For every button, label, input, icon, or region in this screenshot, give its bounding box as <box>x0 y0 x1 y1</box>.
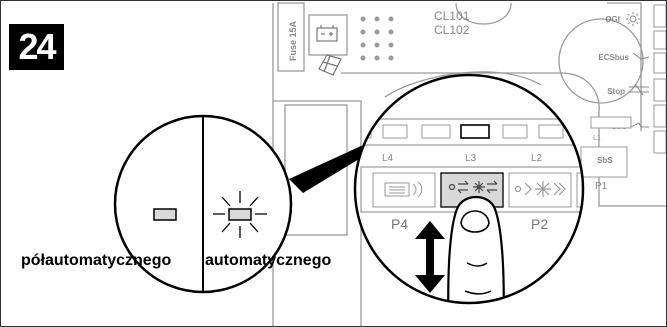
button-sbs-label: SbS <box>597 156 613 165</box>
cl101-label: CL101 <box>434 9 470 23</box>
led-l1-label: L1 <box>593 135 601 142</box>
open-close-icon <box>448 180 498 194</box>
mode-semi-automatic-label: półautomatycznego <box>21 252 171 269</box>
led-l1 <box>590 116 632 129</box>
led-l4-label: L4 <box>382 153 394 164</box>
button-p1[interactable] <box>580 146 628 178</box>
button-p1-label: P1 <box>595 181 608 192</box>
terminal-stop-label: Stop <box>607 87 625 96</box>
battery-icon <box>316 25 338 42</box>
cl102-label: CL102 <box>434 23 470 37</box>
led-off-icon <box>153 208 177 221</box>
terminal-ecsbus-label: ECSbus <box>598 53 629 62</box>
mode-automatic-label: automatycznego <box>205 252 331 269</box>
step-number-badge: 24 <box>9 24 64 70</box>
button-p4-label: P4 <box>391 216 408 232</box>
radio-icon <box>384 181 423 198</box>
led-l2-label: L2 <box>531 153 543 164</box>
connector-dots <box>360 16 394 61</box>
sun-icon <box>626 12 640 26</box>
fingernail <box>460 210 490 233</box>
terminal-ogi-label: OGI <box>605 15 620 24</box>
board-outline <box>272 2 666 326</box>
led-l3 <box>460 124 490 139</box>
stop-icon <box>629 83 649 96</box>
terminal-strip <box>653 4 666 154</box>
button-p2[interactable] <box>508 172 572 208</box>
press-arrow-icon <box>415 221 445 293</box>
sbs-icon <box>630 122 649 128</box>
ecsbus-icon <box>632 52 650 60</box>
finger <box>447 195 505 303</box>
fuse-label: Fuse 15A <box>288 20 298 61</box>
led-l3-label: L3 <box>465 153 477 164</box>
pedestrian-icon <box>514 181 566 197</box>
solar-panel-icon <box>318 54 342 76</box>
led-blinking-icon <box>213 191 267 238</box>
button-p2-label: P2 <box>531 216 548 232</box>
